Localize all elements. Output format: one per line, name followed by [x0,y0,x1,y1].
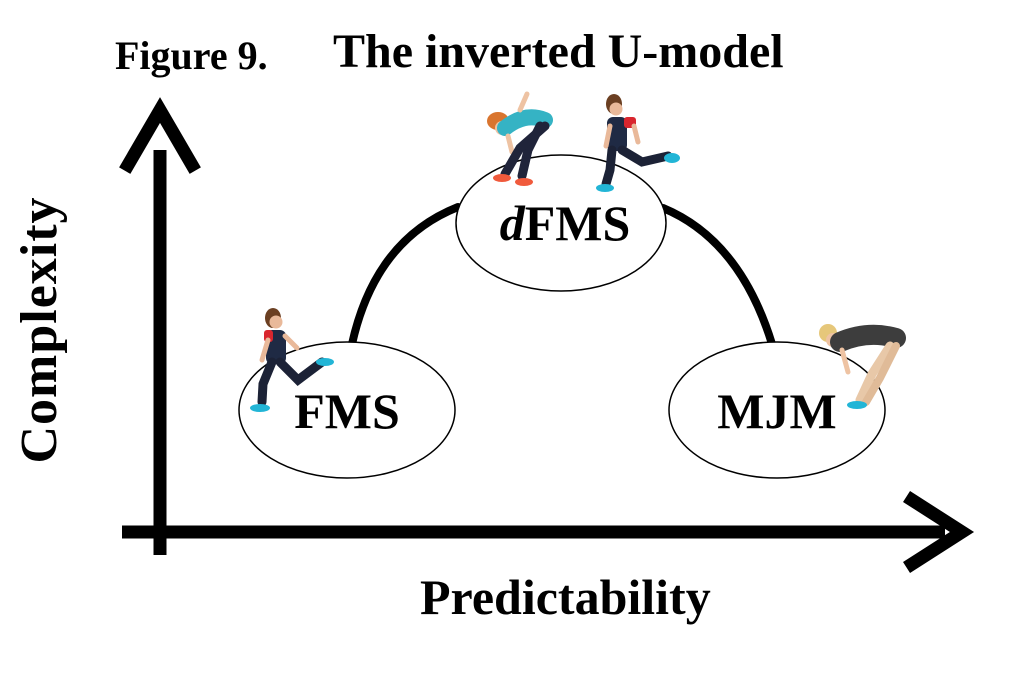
node-dfms: dFMS [455,154,667,292]
node-mjm-label: MJM [717,383,836,439]
y-axis [119,97,201,555]
athlete-figure-mjm [819,324,906,409]
figure-title: The inverted U-model [333,25,784,78]
x-axis [122,491,975,573]
athlete-figure-dfms-left [487,91,553,186]
node-dfms-prefix: d [500,195,526,251]
figure-title-row: Figure 9. The inverted U-model [115,28,895,88]
inverted-u-curve [348,203,776,348]
node-dfms-label: dFMS [500,195,631,251]
runner-figure-fms [250,308,334,412]
node-fms-label: FMS [294,383,400,439]
x-axis-label: Predictability [420,569,711,625]
node-mjm: MJM [668,341,886,479]
runner-figure-dfms-right [596,94,680,192]
figure-number: Figure 9. [115,33,268,78]
